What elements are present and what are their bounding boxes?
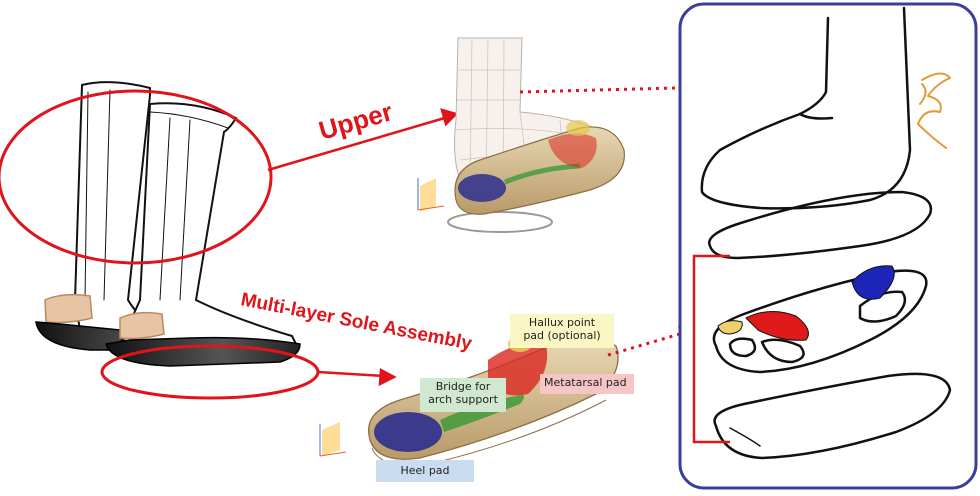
upper-highlight-ellipse [0,89,273,265]
exploded-layers [700,6,952,460]
metatarsal-callout: Metatarsal pad [540,374,634,394]
orange-scribble [917,72,951,149]
panel-heel-pad [851,265,895,300]
panel-hallux-pad [717,320,743,335]
heel-label: Heel pad [400,464,450,477]
outsole-layer [713,372,952,460]
sole-arrow [317,367,397,387]
heel-callout: Heel pad [376,460,474,482]
layer-bracket [692,254,730,444]
upper-3d-model [417,37,625,233]
hallux-label-line2: pad (optional) [523,329,601,342]
panel-metatarsal-pad [745,311,809,341]
pad-layer [712,269,928,374]
bridge-label-line2: arch support [428,393,498,406]
hallux-label-line1: Hallux point [528,316,596,329]
metatarsal-label: Metatarsal pad [544,376,627,389]
bridge-callout: Bridge for arch support [420,378,506,412]
back-heel-cushion [44,293,93,324]
upper-arrow [267,108,459,172]
front-heel-cushion [119,311,165,340]
exploded-view-panel [678,2,978,490]
bridge-label-line1: Bridge for [435,380,491,393]
upper-title: Upper [315,96,395,146]
hallux-callout: Hallux point pad (optional) [510,314,614,348]
socks-sketch [35,81,301,367]
heel-pad-shape [374,412,442,452]
insole-layer [707,190,933,260]
front-black-sole [105,336,301,367]
